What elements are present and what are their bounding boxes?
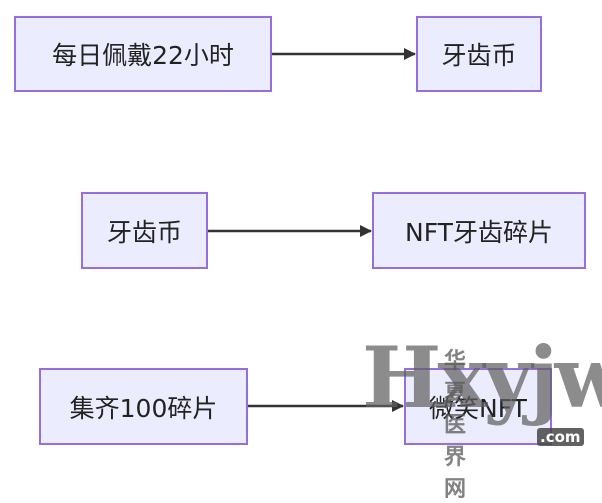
node-smile-nft: 微笑NFT (404, 368, 552, 445)
node-wear-22-hours: 每日佩戴22小时 (14, 16, 272, 92)
node-nft-tooth-fragment: NFT牙齿碎片 (372, 192, 586, 269)
node-tooth-coin-top: 牙齿币 (416, 16, 542, 92)
edges-layer (208, 48, 416, 412)
node-tooth-coin: 牙齿币 (81, 192, 208, 269)
node-collect-100-fragments: 集齐100碎片 (39, 368, 248, 445)
